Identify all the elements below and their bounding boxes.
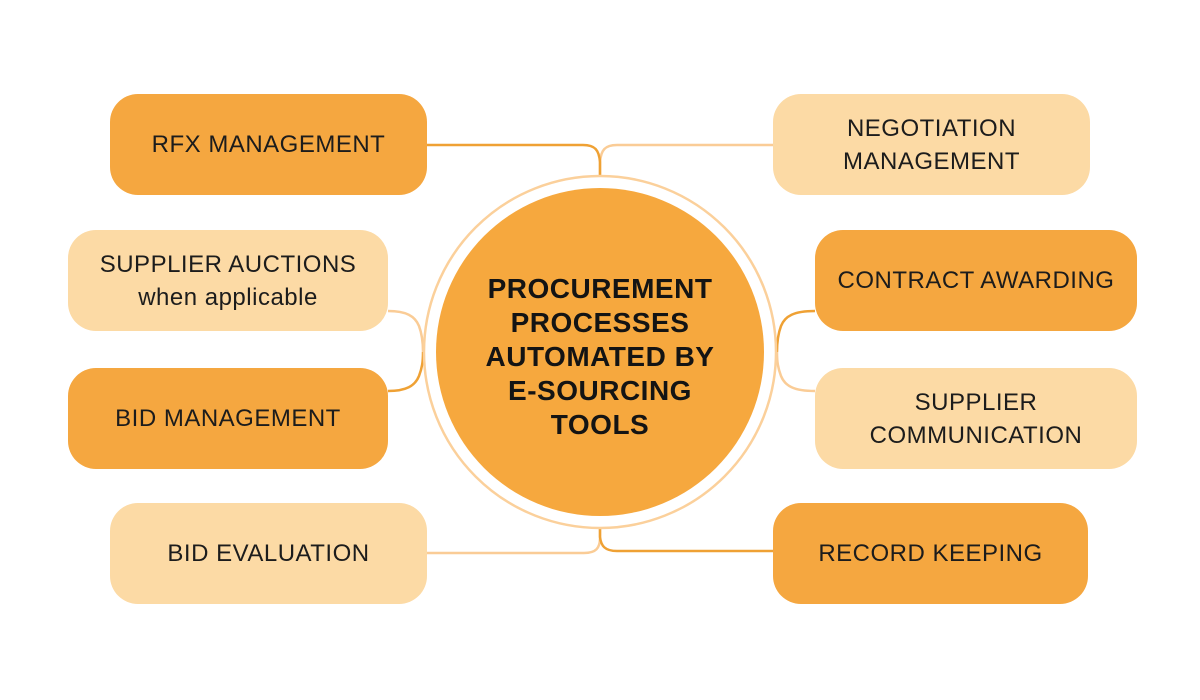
node-label: BID EVALUATION (167, 540, 370, 567)
connector-supplier-auctions (387, 309, 425, 353)
node-bid-management: BID MANAGEMENT (68, 368, 388, 469)
node-label: SUPPLIER AUCTIONS (99, 250, 357, 278)
node-bid-evaluation: BID EVALUATION (110, 503, 427, 604)
node-supplier-communication: SUPPLIER COMMUNICATION (815, 368, 1137, 469)
node-label: RFX MANAGEMENT (151, 131, 386, 158)
node-label: CONTRACT AWARDING (837, 267, 1115, 294)
connector-supplier-communication (775, 351, 816, 393)
connector-bid-management (387, 351, 425, 393)
center-title-line: PROCUREMENT (487, 273, 713, 304)
center-title: PROCUREMENT PROCESSES AUTOMATED BY E-SOU… (450, 272, 750, 442)
center-circle (436, 188, 764, 516)
connector-contract-awarding (775, 309, 816, 353)
node-rfx-management: RFX MANAGEMENT (110, 94, 427, 195)
center-title-line: AUTOMATED BY (485, 341, 715, 372)
node-label: SUPPLIER COMMUNICATION (869, 388, 1083, 449)
connector-rfx-management (427, 143, 602, 176)
center-circle-ring (422, 174, 778, 530)
connector-negotiation-management (598, 143, 773, 176)
node-negotiation-management: NEGOTIATION MANAGEMENT (773, 94, 1090, 195)
center-title-line: PROCESSES (510, 307, 690, 338)
node-contract-awarding: CONTRACT AWARDING (815, 230, 1137, 331)
node-label: NEGOTIATION MANAGEMENT (842, 114, 1020, 175)
node-sublabel: when applicable (138, 283, 318, 311)
center-title-line: E-SOURCING (508, 375, 692, 406)
node-record-keeping: RECORD KEEPING (773, 503, 1088, 604)
node-supplier-auctions: SUPPLIER AUCTIONS when applicable (68, 230, 388, 331)
connector-bid-evaluation (427, 528, 602, 555)
center-title-line: TOOLS (550, 409, 650, 440)
node-label: BID MANAGEMENT (115, 405, 341, 432)
node-label: RECORD KEEPING (818, 540, 1043, 567)
connector-record-keeping (598, 528, 773, 553)
